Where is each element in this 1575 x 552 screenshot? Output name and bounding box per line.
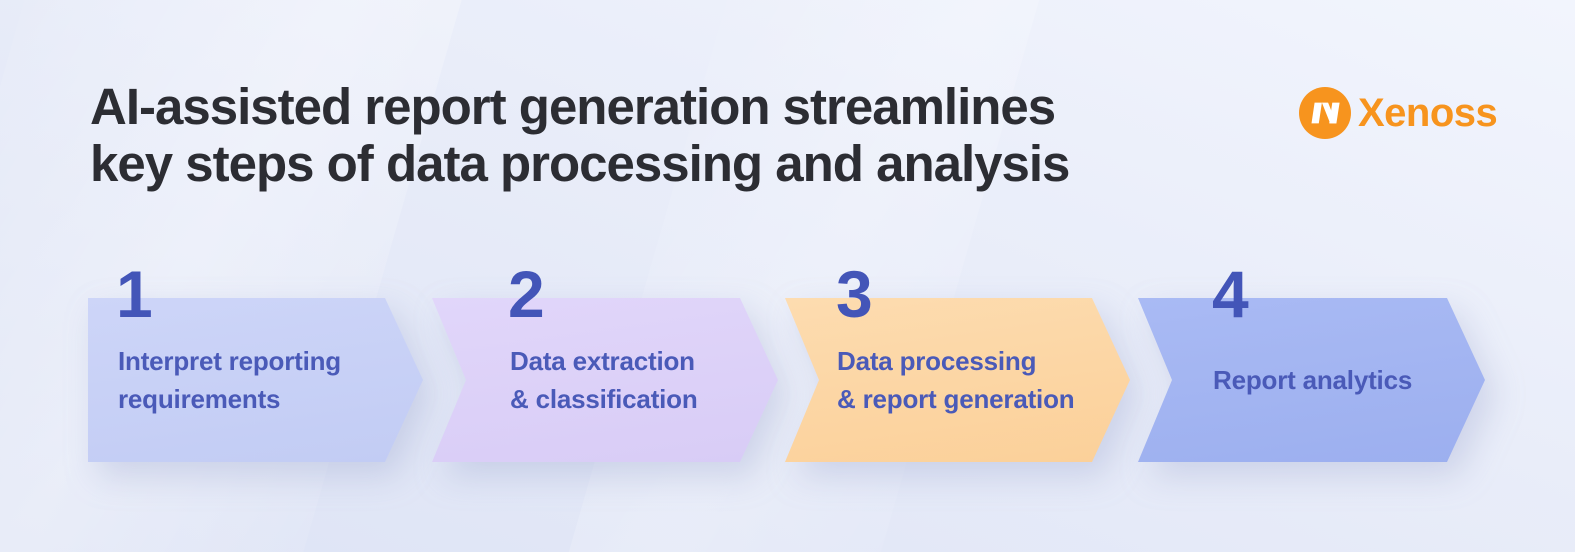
step-arrow-shadow: [432, 298, 778, 462]
title-line-2: key steps of data processing and analysi…: [90, 135, 1070, 192]
step-4-arrow-shape: [1138, 298, 1485, 462]
step-3-label-line-1: Data processing: [837, 346, 1037, 376]
step-3-number: 3: [836, 257, 873, 331]
title-line-1: AI-assisted report generation streamline…: [90, 78, 1056, 135]
step-arrow-shadow: [88, 298, 423, 462]
process-step-4: 4 Report analytics: [1138, 259, 1485, 462]
step-2-number: 2: [508, 257, 545, 331]
step-2-label: Data extraction & classification: [432, 298, 778, 462]
step-2-label-line-1: Data extraction: [510, 346, 695, 376]
step-3-label-line-2: & report generation: [837, 384, 1075, 414]
process-step-2: 2 Data extraction & classification: [432, 259, 778, 462]
step-arrow-shadow: [1138, 298, 1485, 462]
step-1-arrow-shape: [88, 298, 423, 462]
step-1-label-line-1: Interpret reporting: [118, 346, 341, 376]
process-step-3: 3 Data processing & report generation: [785, 259, 1130, 462]
brand-name: Xenoss: [1358, 91, 1498, 135]
step-1-number: 1: [116, 257, 153, 331]
step-3-arrow-shape: [785, 298, 1130, 462]
step-3-label: Data processing & report generation: [785, 298, 1130, 462]
step-1-label: Interpret reporting requirements: [88, 298, 423, 462]
step-2-label-line-2: & classification: [510, 384, 698, 414]
process-steps: 1 Interpret reporting requirements 2 Dat…: [88, 259, 1485, 462]
step-2-arrow-shape: [432, 298, 778, 462]
step-arrow-shadow: [785, 298, 1130, 462]
page-title: AI-assisted report generation streamline…: [90, 78, 1070, 192]
step-1-label-line-2: requirements: [118, 384, 281, 414]
step-4-number: 4: [1212, 257, 1249, 331]
step-4-label-line-1: Report analytics: [1213, 365, 1413, 395]
xenoss-logo-icon: [1299, 87, 1351, 139]
brand-logo: Xenoss: [1299, 87, 1498, 139]
step-4-label: Report analytics: [1138, 298, 1485, 462]
process-step-1: 1 Interpret reporting requirements: [88, 259, 423, 462]
